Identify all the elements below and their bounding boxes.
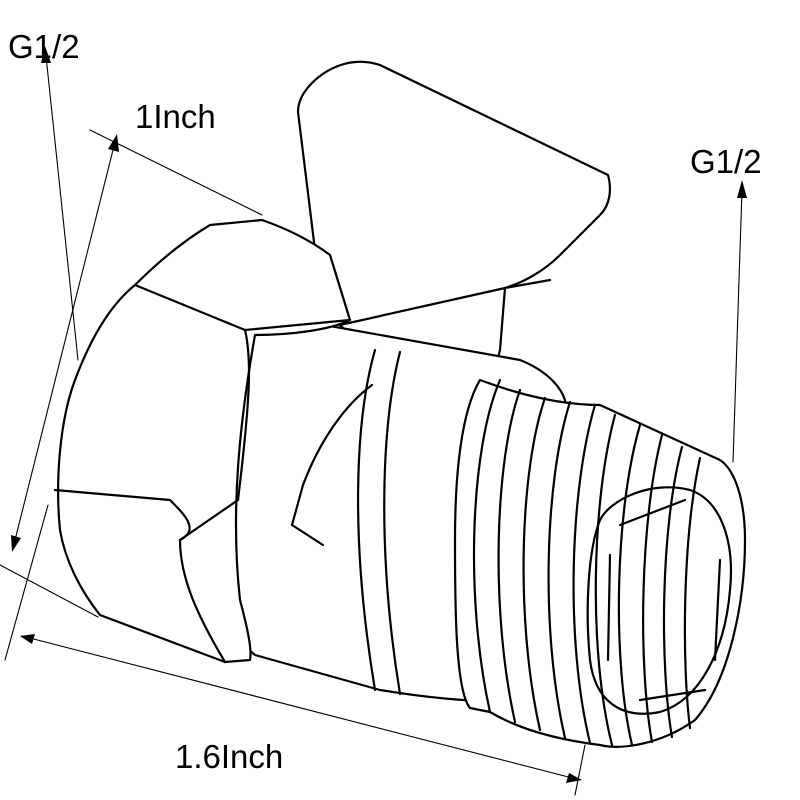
threaded-outlet <box>453 378 747 748</box>
dimension-1-6inch <box>4 504 586 796</box>
g12-left-label: G1/2 <box>8 28 80 65</box>
dimension-g12-right <box>732 180 747 463</box>
dimension-1inch <box>0 129 263 618</box>
g12-right-label: G1/2 <box>690 143 762 180</box>
one-inch-label: 1Inch <box>135 98 216 135</box>
hex-nut <box>53 218 352 664</box>
length-label: 1.6Inch <box>175 738 284 775</box>
